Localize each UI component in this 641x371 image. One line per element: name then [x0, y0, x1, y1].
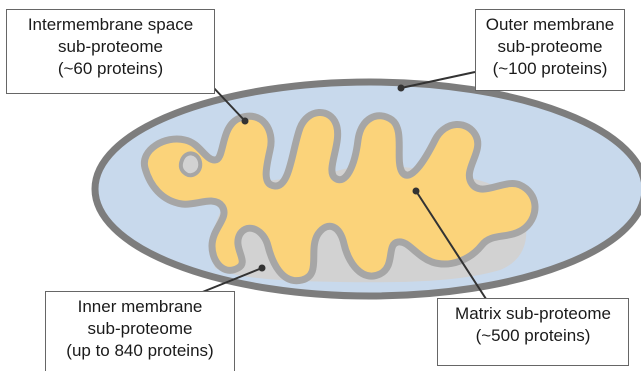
label-intermembrane-line-3: (~60 proteins)	[9, 58, 212, 80]
leader-dot-intermembrane	[242, 118, 249, 125]
label-intermembrane-space: Intermembrane space sub-proteome (~60 pr…	[6, 9, 215, 94]
label-outer-line-2: sub-proteome	[478, 36, 622, 58]
leader-dot-matrix	[413, 188, 420, 195]
leader-dot-outer	[398, 85, 405, 92]
label-outer-membrane: Outer membrane sub-proteome (~100 protei…	[475, 9, 625, 91]
cristae-fold	[181, 153, 200, 175]
label-outer-line-3: (~100 proteins)	[478, 58, 622, 80]
label-matrix: Matrix sub-proteome (~500 proteins)	[437, 298, 629, 366]
label-matrix-line-1: Matrix sub-proteome	[440, 303, 626, 325]
label-intermembrane-line-1: Intermembrane space	[9, 14, 212, 36]
label-inner-line-2: sub-proteome	[48, 318, 232, 340]
label-inner-line-3: (up to 840 proteins)	[48, 340, 232, 362]
leader-dot-inner	[259, 265, 266, 272]
label-matrix-line-2: (~500 proteins)	[440, 325, 626, 347]
label-intermembrane-line-2: sub-proteome	[9, 36, 212, 58]
label-inner-membrane: Inner membrane sub-proteome (up to 840 p…	[45, 291, 235, 371]
label-inner-line-1: Inner membrane	[48, 296, 232, 318]
label-outer-line-1: Outer membrane	[478, 14, 622, 36]
